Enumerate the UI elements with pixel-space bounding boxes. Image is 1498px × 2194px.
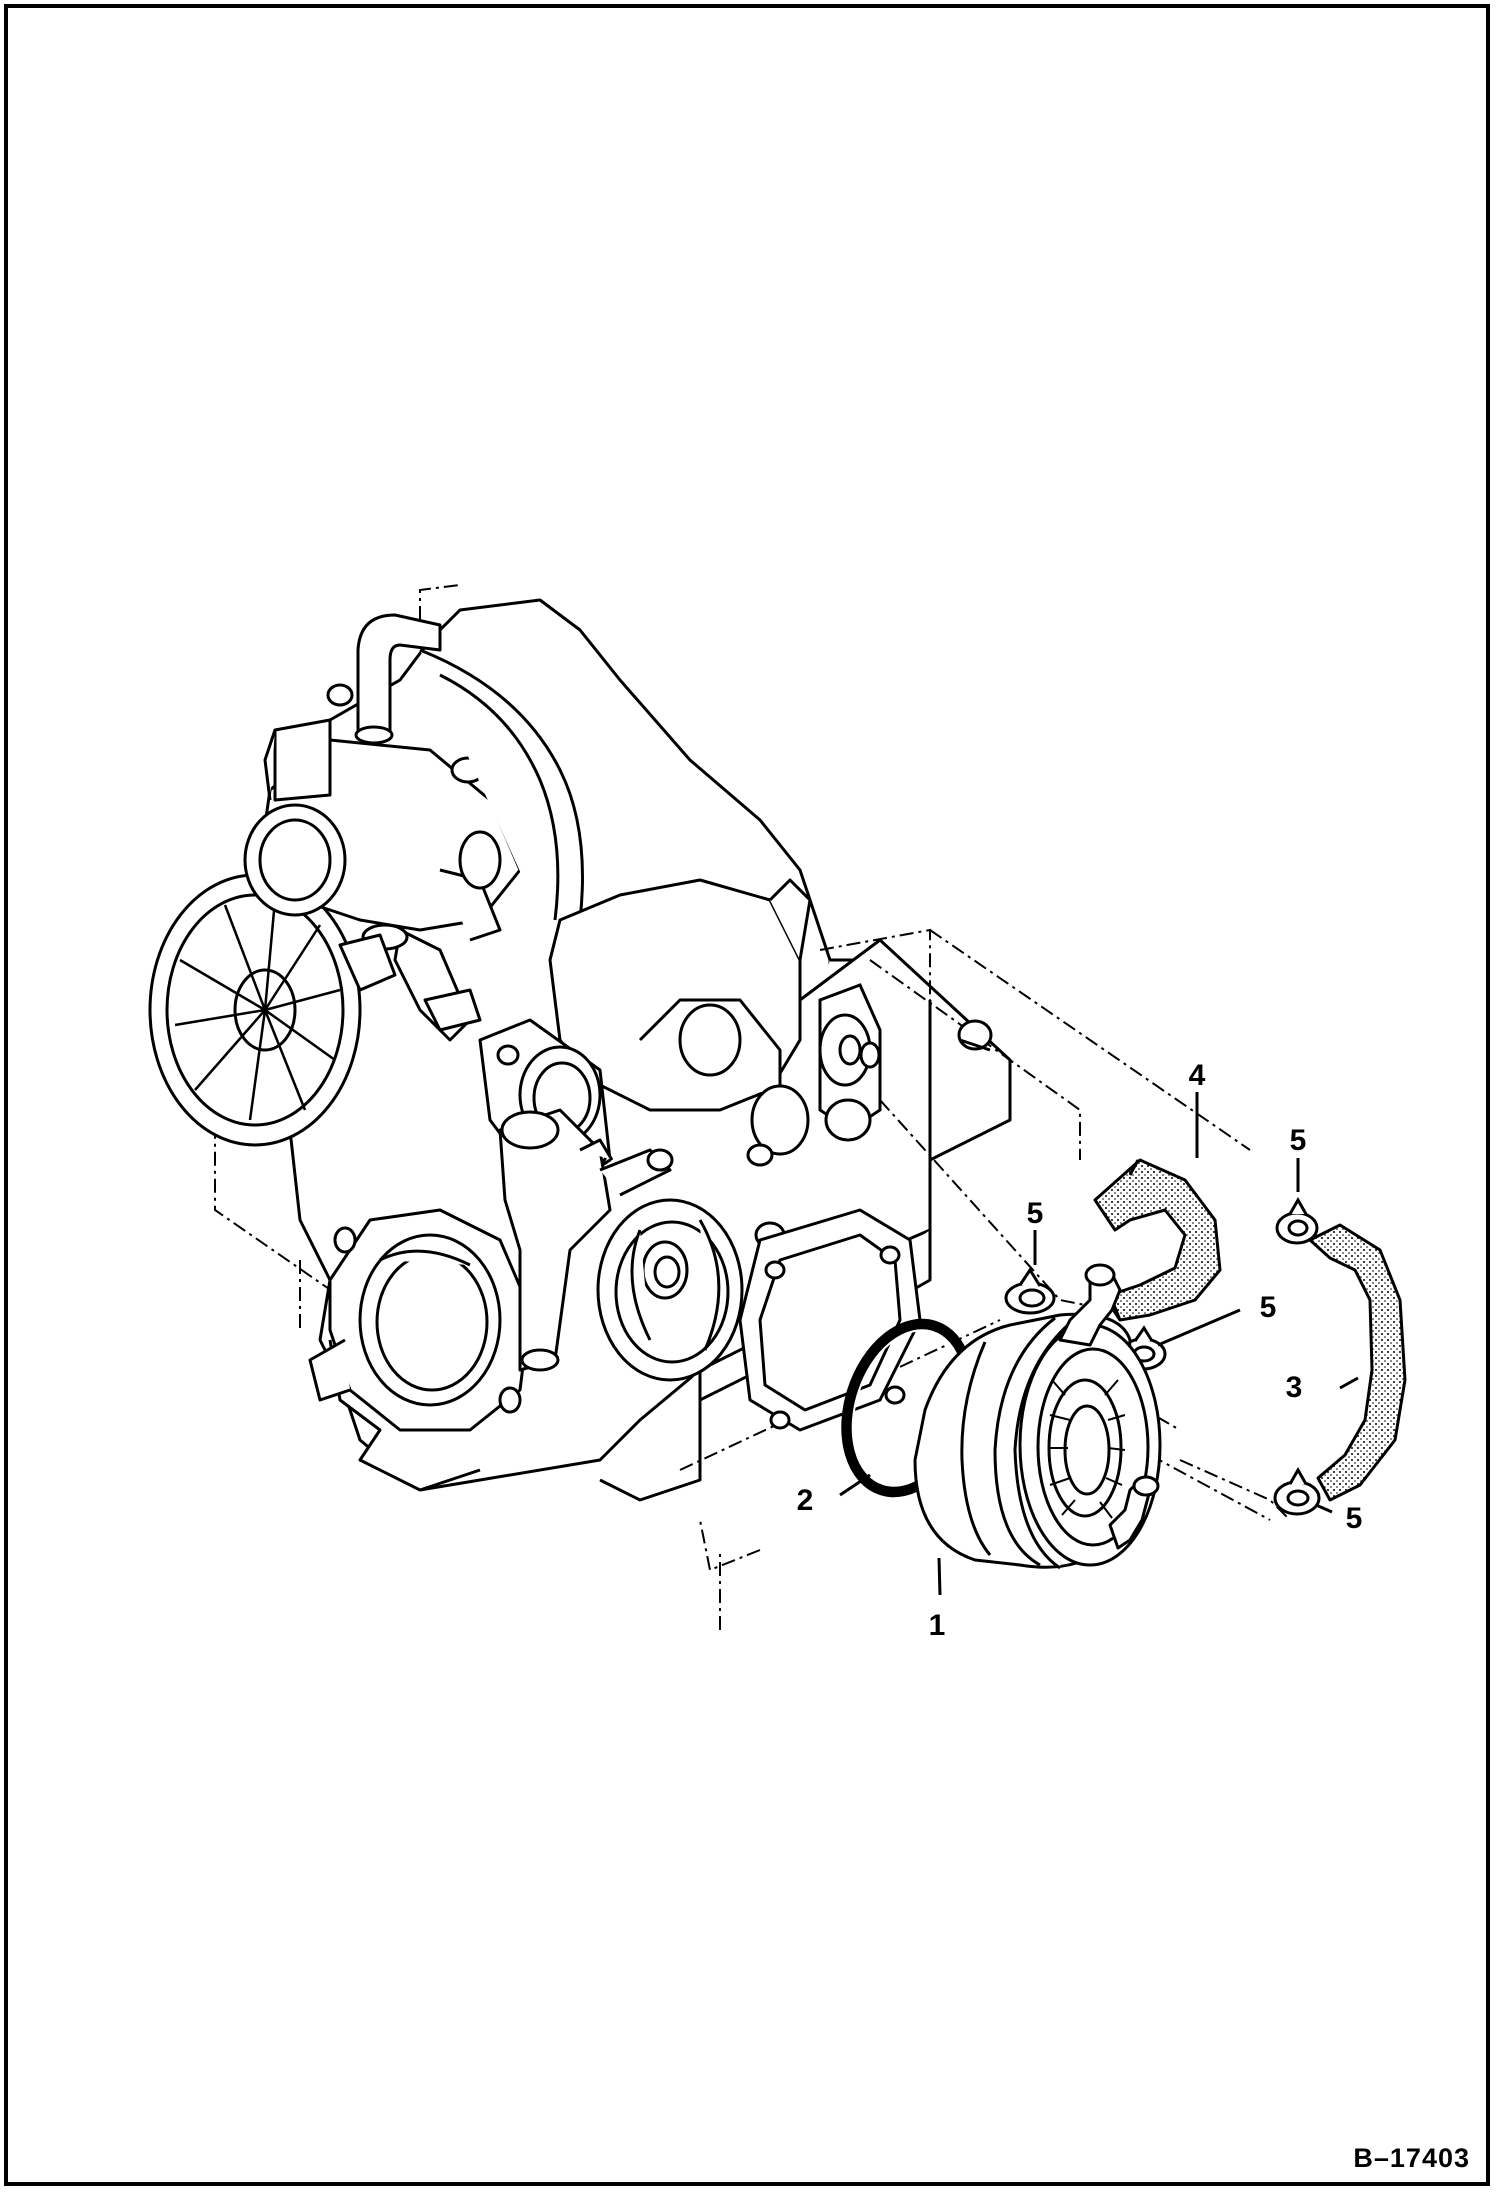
clamp-part-5-c bbox=[1119, 1325, 1167, 1371]
oil-cooler-part-1 bbox=[913, 1263, 1162, 1570]
hose-upper-part-4 bbox=[1093, 1158, 1222, 1322]
fan-pulley bbox=[148, 873, 362, 1147]
clamp-part-5-b bbox=[1275, 1196, 1319, 1245]
clamp-part-5-a bbox=[1004, 1267, 1056, 1315]
callout-part-2: 2 bbox=[797, 1484, 814, 1517]
thermostat-housing bbox=[308, 1208, 532, 1432]
drawing-reference-code: B–17403 bbox=[1353, 2143, 1470, 2173]
water-pump-housing bbox=[243, 613, 584, 1042]
callout-part-3: 3 bbox=[1286, 1371, 1303, 1404]
fuel-pump-flange bbox=[478, 878, 812, 1249]
callout-part-5-clamp-c: 5 bbox=[1260, 1291, 1277, 1324]
leader-lines bbox=[839, 1092, 1359, 1596]
callout-part-4: 4 bbox=[1189, 1059, 1206, 1092]
cooler-mounting-boss bbox=[596, 1198, 744, 1382]
callout-part-5-clamp-b: 5 bbox=[1290, 1124, 1307, 1157]
cooler-port-upper bbox=[818, 983, 993, 1142]
callout-part-1: 1 bbox=[929, 1609, 946, 1642]
callout-part-5-clamp-a: 5 bbox=[1027, 1197, 1044, 1230]
hose-lower-part-3 bbox=[1308, 1223, 1407, 1502]
valve-cover-plate bbox=[738, 1208, 922, 1432]
bypass-pipe bbox=[498, 1108, 674, 1372]
clamp-part-5-d bbox=[1273, 1466, 1321, 1516]
callout-part-5-clamp-d: 5 bbox=[1346, 1502, 1363, 1535]
